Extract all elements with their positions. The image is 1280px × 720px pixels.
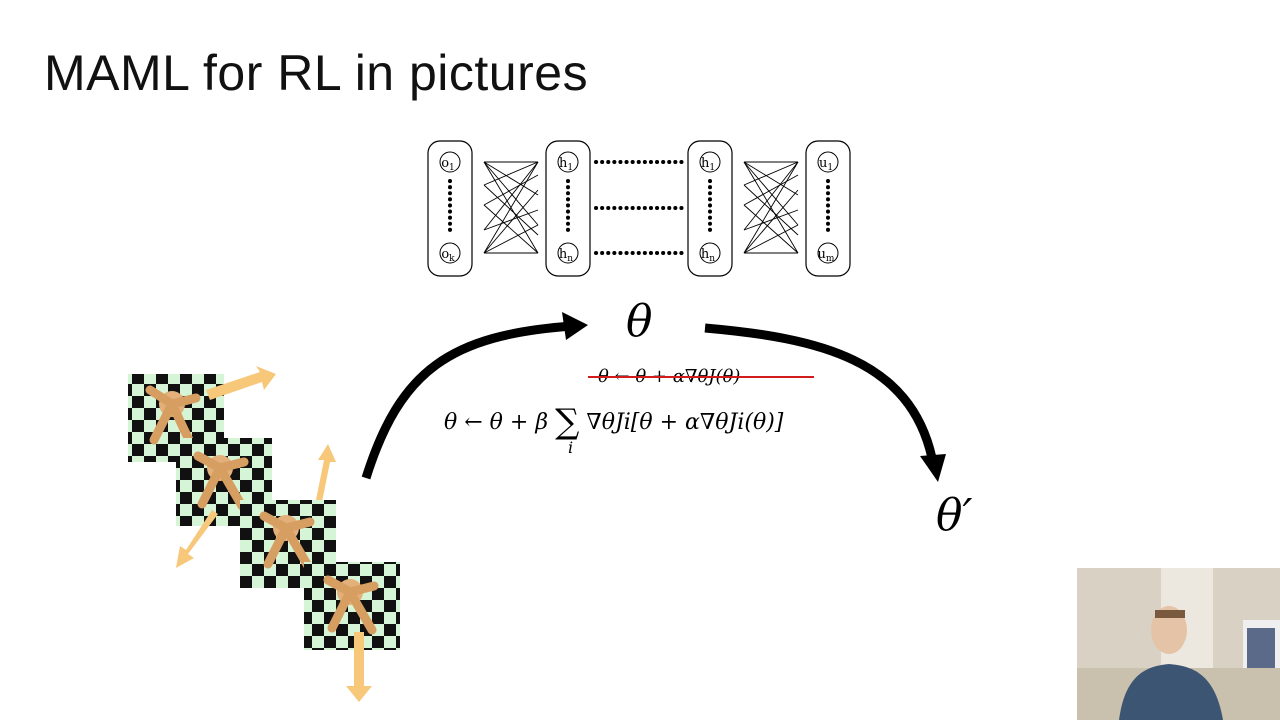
update-left: θ ← θ + β [444,410,549,435]
presenter-video [1077,568,1280,720]
update-right: ∇θJi[θ + α∇θJi(θ)] [586,410,784,435]
svg-text:h1: h1 [559,156,573,173]
node-um [817,242,839,264]
neural-network-diagram: o1 ok h1 hn h1 hn u1 um [427,140,851,277]
node-u1 [817,151,839,173]
presenter-image [1077,568,1280,720]
svg-text:hn: hn [559,247,573,264]
input-layer-box [427,140,473,277]
svg-text:u1: u1 [819,156,833,173]
arrow-to-theta-prime-head [920,454,946,482]
node-o1 [439,151,461,173]
ant-robot-tasks [128,366,400,702]
node-ok [439,242,461,264]
ant-task-4 [304,562,400,702]
node-hn-a [557,242,579,264]
sum-symbol: ∑ [555,402,580,442]
slide-title: MAML for RL in pictures [44,45,589,101]
output-layer-box [805,140,851,277]
svg-text:hn: hn [701,247,715,264]
arrow-to-theta-prime [704,323,937,459]
hidden-layer-2-box [687,140,733,277]
svg-text:ok: ok [441,247,455,264]
node-hn-b [699,242,721,264]
hidden-layer-1-box [545,140,591,277]
svg-text:o1: o1 [441,156,455,173]
orange-arrow-3 [176,510,218,568]
svg-text:h1: h1 [701,156,715,173]
strike-through-line [588,376,814,378]
svg-text:um: um [818,247,835,264]
node-h1-b [699,151,721,173]
orange-arrow-4 [346,632,372,702]
arrow-to-theta [361,321,573,480]
sum-index: i [568,438,574,457]
theta-prime-symbol: θ′ [936,490,973,541]
meta-update-rule: θ ← θ + β ∑ ∇θJi[θ + α∇θJi(θ)] i [444,398,784,457]
node-h1-a [557,151,579,173]
orange-arrow-1 [206,366,276,400]
theta-symbol: θ [626,296,653,347]
arrow-to-theta-head [562,312,588,340]
